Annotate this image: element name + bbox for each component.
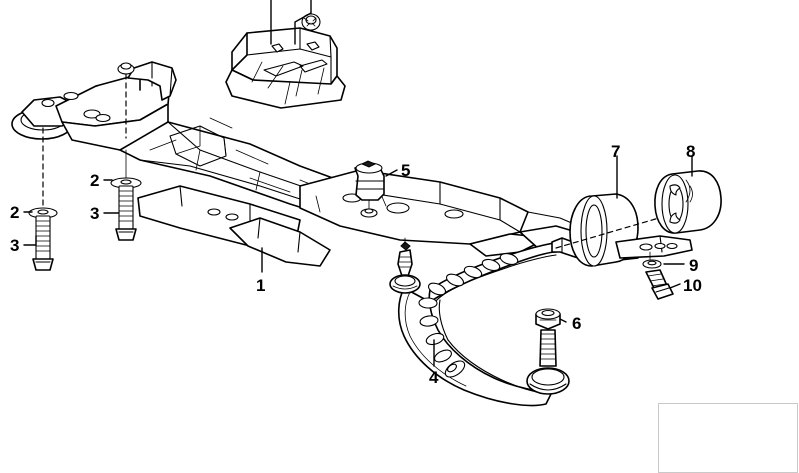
callout-label-9: 9 — [689, 256, 699, 275]
lower-ball-joint — [526, 329, 570, 395]
callout-label-7: 7 — [611, 142, 621, 161]
rubber-mount-part5 — [354, 160, 385, 218]
fastener-set-bushing — [642, 251, 674, 300]
callout-label-10: 10 — [683, 276, 702, 295]
control-arm-wishbone — [389, 237, 601, 407]
bushing-housing-part7 — [555, 193, 701, 267]
callout-label-3a: 3 — [10, 236, 20, 255]
front-ball-joint — [389, 237, 421, 294]
vehicle-silhouette-thumbnail — [658, 403, 798, 473]
callout-label-6: 6 — [572, 314, 582, 333]
bracket-nut — [301, 13, 321, 31]
callout-label-2a: 2 — [10, 203, 20, 222]
fastener-set-left — [28, 127, 58, 271]
callout-leader-lines — [23, 155, 693, 367]
top-reinforcement-bracket — [225, 0, 346, 109]
callout-label-3b: 3 — [90, 204, 100, 223]
callout-label-5: 5 — [401, 161, 411, 180]
callout-label-2b: 2 — [90, 171, 100, 190]
fastener-set-middle — [110, 73, 142, 241]
ball-joint-nut-part6 — [535, 308, 561, 330]
callout-label-4: 4 — [429, 368, 439, 387]
callout-label-8: 8 — [686, 142, 696, 161]
callout-label-1: 1 — [256, 276, 266, 295]
rubber-bushing-part8 — [654, 170, 722, 234]
